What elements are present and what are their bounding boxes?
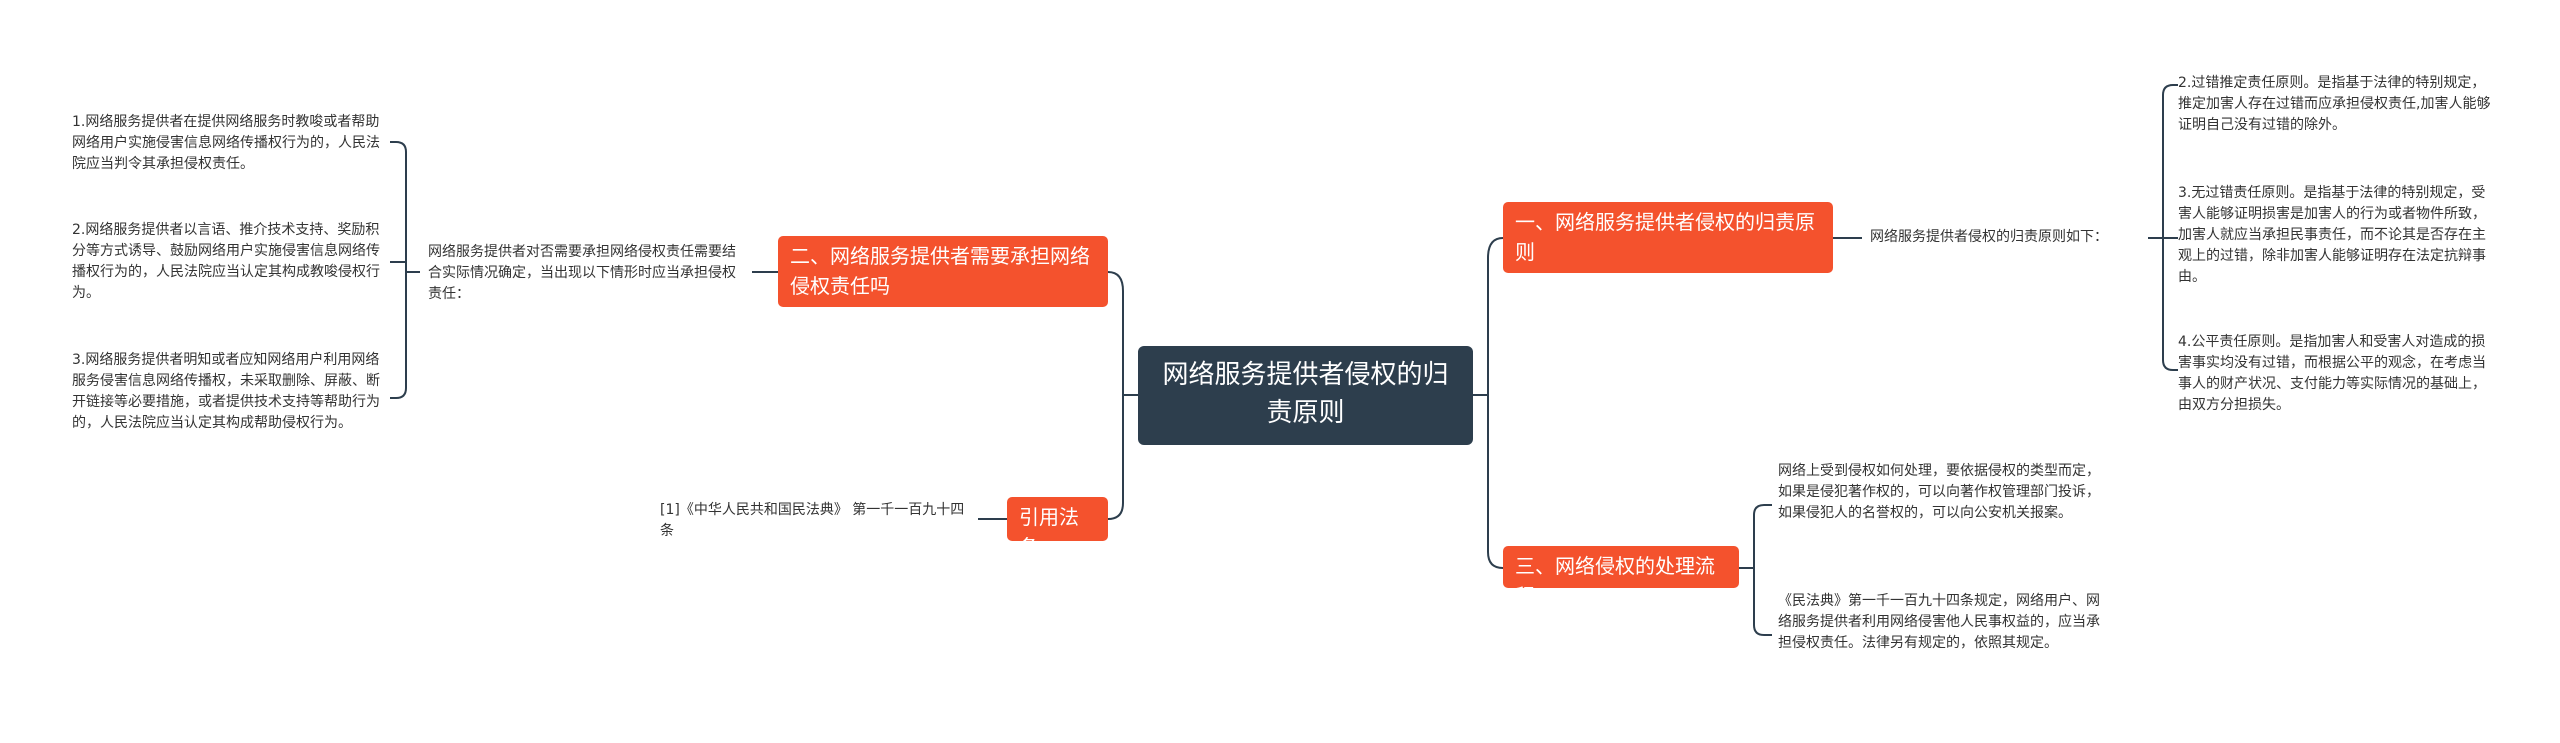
connector-b2-items xyxy=(390,141,420,399)
leaf-text: 2.网络服务提供者以言语、推介技术支持、奖励积分等方式诱导、鼓励网络用户实施侵害… xyxy=(72,222,380,301)
leaf-text: 4.公平责任原则。是指加害人和受害人对造成的损害事实均没有过错，而根据公平的观念… xyxy=(2178,334,2486,413)
leaf-text: 网络上受到侵权如何处理，要依据侵权的类型而定，如果是侵犯著作权的，可以向著作权管… xyxy=(1778,463,2100,521)
connector-root-right xyxy=(1473,237,1504,569)
branch-cited-laws[interactable]: 引用法条 xyxy=(1007,497,1108,559)
branch-label: 二、网络服务提供者需要承担网络侵权责任吗 xyxy=(790,244,1090,298)
leaf-text: 3.网络服务提供者明知或者应知网络用户利用网络服务侵害信息网络传播权，未采取删除… xyxy=(72,352,380,431)
leaf-text: 2.过错推定责任原则。是指基于法律的特别规定，推定加害人存在过错而应承担侵权责任… xyxy=(2178,75,2491,133)
branch-intro-text: 网络服务提供者对否需要承担网络侵权责任需要结合实际情况确定，当出现以下情形时应当… xyxy=(428,244,736,302)
branch-label: 三、网络侵权的处理流程 xyxy=(1515,554,1715,608)
branch-attribution-principles[interactable]: 一、网络服务提供者侵权的归责原则 xyxy=(1503,202,1833,273)
root-topic-label: 网络服务提供者侵权的归责原则 xyxy=(1162,360,1449,428)
branch-liability-question[interactable]: 二、网络服务提供者需要承担网络侵权责任吗 xyxy=(778,236,1108,307)
leaf-text: 3.无过错责任原则。是指基于法律的特别规定，受害人能够证明损害是加害人的行为或者… xyxy=(2178,185,2486,285)
branch-label: 一、网络服务提供者侵权的归责原则 xyxy=(1515,210,1815,264)
branch-intro-text: 网络服务提供者侵权的归责原则如下： xyxy=(1870,229,2108,245)
connector-b1-items xyxy=(2148,84,2178,371)
connector-root-left xyxy=(1107,271,1138,520)
connector-b4-items xyxy=(1739,504,1772,636)
leaf-text: 1.网络服务提供者在提供网络服务时教唆或者帮助网络用户实施侵害信息网络传播权行为… xyxy=(72,114,380,172)
branch-handling-process[interactable]: 三、网络侵权的处理流程 xyxy=(1503,546,1739,608)
branch-label: 引用法条 xyxy=(1019,505,1079,559)
root-topic[interactable]: 网络服务提供者侵权的归责原则 xyxy=(1138,346,1473,445)
leaf-text: 《民法典》第一千一百九十四条规定，网络用户、网络服务提供者利用网络侵害他人民事权… xyxy=(1778,593,2100,651)
leaf-text: [1]《中华人民共和国民法典》 第一千一百九十四条 xyxy=(660,502,965,539)
